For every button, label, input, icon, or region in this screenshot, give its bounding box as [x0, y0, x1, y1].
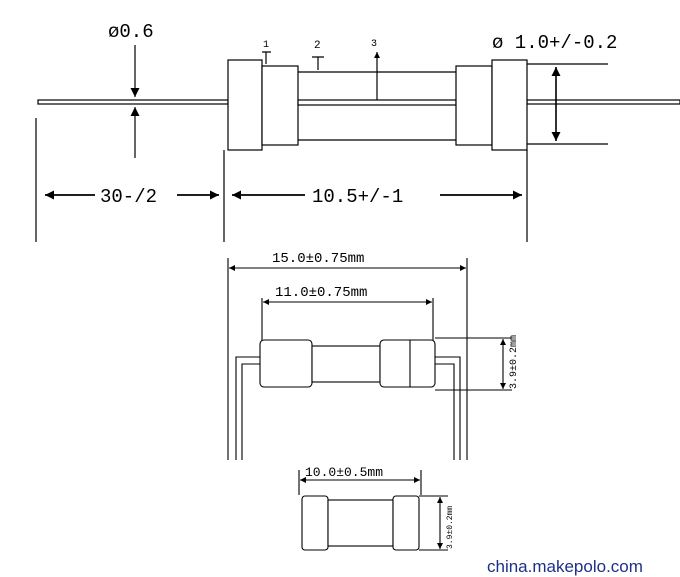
- left-bent-lead: [235, 356, 262, 460]
- middle-fuse-drawing: [227, 258, 512, 460]
- mid-right-cap: [379, 339, 436, 388]
- body-length-label: 10.5+/-1: [312, 186, 403, 208]
- left-lead-wire: [37, 99, 229, 105]
- watermark: china.makepolo.com: [487, 557, 643, 576]
- fuse-element-wire: [297, 99, 457, 106]
- middle-body-length-label: 11.0±0.75mm: [275, 285, 367, 301]
- bottom-diameter-label: 3.9±0.2mm: [446, 506, 455, 549]
- mid-glass-body: [311, 345, 381, 383]
- bottom-right-cap: [392, 495, 420, 551]
- bottom-left-cap: [301, 495, 329, 551]
- marker-2-tick: [312, 56, 324, 70]
- marker-1-label: 1: [263, 40, 269, 51]
- right-end-cap-inner: [455, 65, 493, 146]
- marker-1-tick: [262, 51, 271, 64]
- marker-2-label: 2: [314, 40, 321, 52]
- left-end-cap-outer: [227, 59, 263, 151]
- bottom-glass-body: [327, 499, 394, 547]
- lead-length-label: 30-/2: [100, 186, 157, 208]
- right-end-cap-outer: [491, 59, 528, 151]
- right-bent-lead: [433, 356, 461, 460]
- top-fuse-drawing: [35, 45, 680, 242]
- left-end-cap-inner: [261, 65, 299, 146]
- mid-left-cap: [259, 339, 313, 388]
- bottom-fuse-drawing: [298, 470, 448, 551]
- right-lead-wire: [526, 99, 680, 105]
- middle-diameter-label: 3.9±0.2mm: [509, 335, 520, 389]
- overall-length-label: 15.0±0.75mm: [272, 251, 364, 267]
- bottom-length-label: 10.0±0.5mm: [305, 465, 383, 480]
- body-diameter-label: ø 1.0+/-0.2: [492, 32, 617, 54]
- marker-3-label: 3: [371, 39, 377, 50]
- wire-diameter-label: ø0.6: [108, 21, 154, 43]
